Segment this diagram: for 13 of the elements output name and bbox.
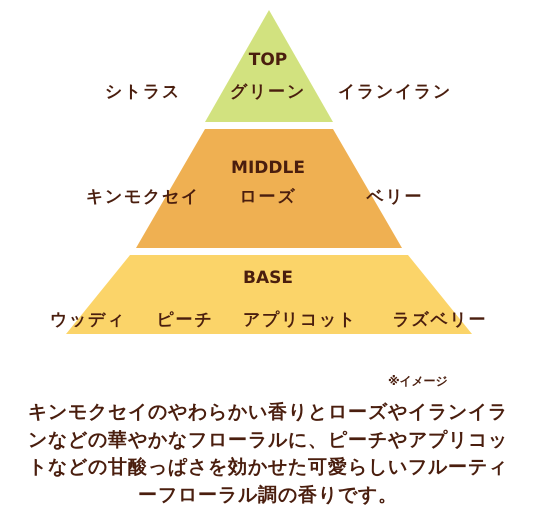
note-name: アプリコット: [243, 309, 357, 331]
pyramid-tier: [205, 10, 333, 122]
note-name: グリーン: [230, 81, 306, 103]
note-name: シトラス: [105, 81, 181, 103]
image-note: ※イメージ: [388, 373, 448, 390]
tier-heading: MIDDLE: [231, 157, 305, 179]
tier-heading: TOP: [248, 49, 288, 71]
note-name: ラズベリー: [392, 309, 488, 331]
description-text: キンモクセイのやわらかい香りとローズやイランイランなどの華やかなフローラルに、ピーチやアプリコットなどの甘酸っぱさを効かせた可愛らしいフルーティーフローラル調の香りです。: [27, 400, 509, 508]
tier-heading: BASE: [243, 267, 293, 289]
note-name: イランイラン: [338, 81, 452, 103]
note-name: ピーチ: [156, 309, 214, 331]
note-name: ローズ: [240, 186, 296, 208]
